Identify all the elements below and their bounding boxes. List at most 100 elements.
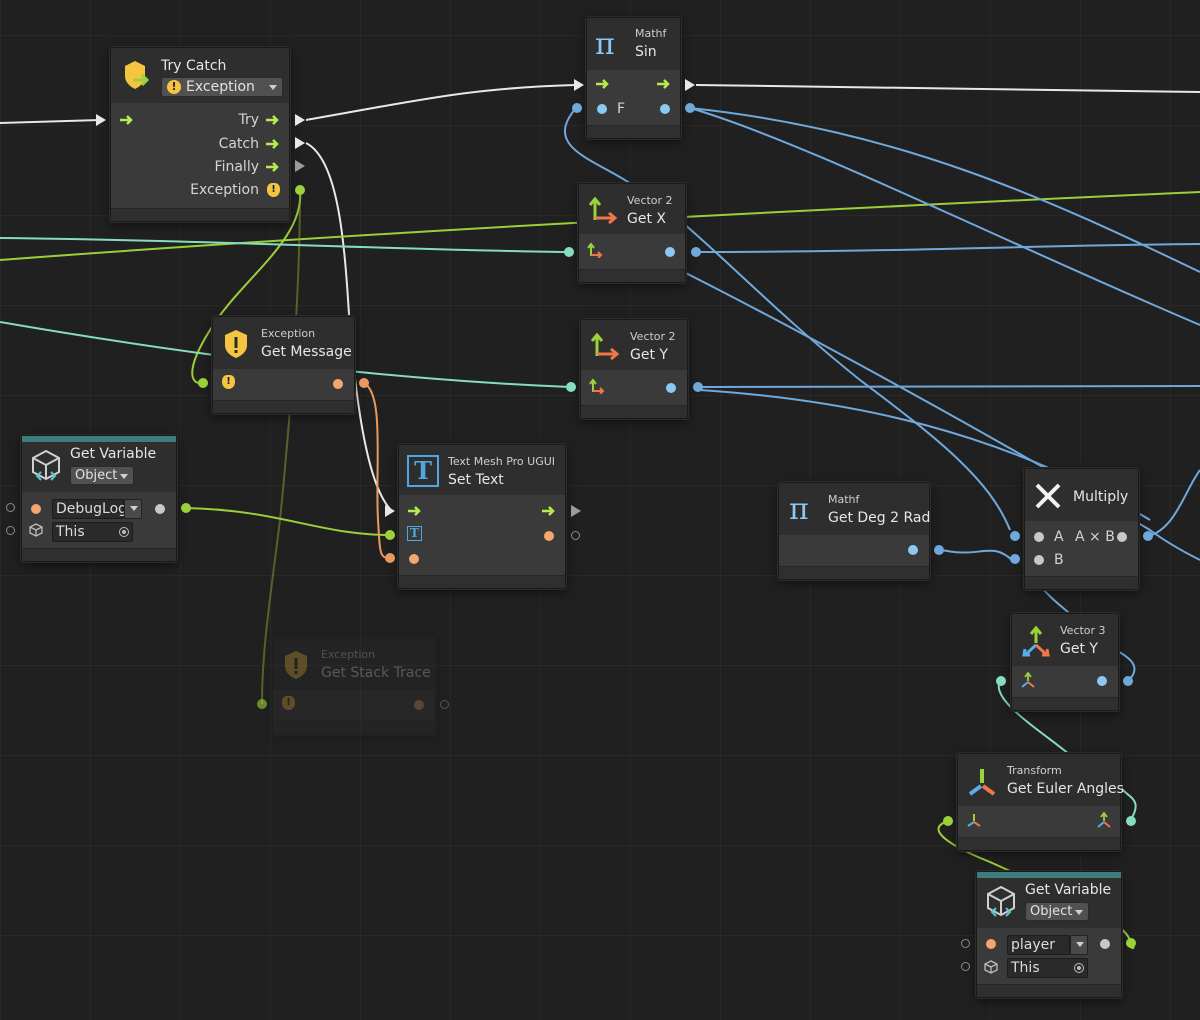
debuglog-target-input-port[interactable] bbox=[6, 526, 15, 535]
variable-kind-dropdown[interactable]: Object bbox=[70, 466, 134, 485]
node-multiply[interactable]: Multiply A A × B B bbox=[1024, 468, 1139, 590]
chevron-down-icon bbox=[1075, 910, 1083, 915]
settext-flow-out-port[interactable] bbox=[571, 505, 581, 517]
port-label-catch: Catch bbox=[218, 136, 259, 152]
node-title: Get Variable bbox=[1025, 882, 1112, 898]
settext-string-output-port[interactable] bbox=[571, 531, 580, 540]
sin-output-port[interactable] bbox=[685, 103, 695, 113]
target-field[interactable]: This bbox=[52, 522, 133, 542]
node-mathf-deg2rad[interactable]: π Mathf Get Deg 2 Rad bbox=[778, 482, 930, 580]
stacktrace-input-port[interactable] bbox=[257, 699, 267, 709]
dropdown-value: Object bbox=[75, 468, 118, 483]
node-title: Get Deg 2 Rad bbox=[828, 510, 931, 526]
variable-name-field[interactable]: player bbox=[1007, 935, 1070, 955]
node-transform-euler-angles[interactable]: Transform Get Euler Angles bbox=[957, 753, 1124, 851]
sin-flow-in-port[interactable] bbox=[574, 79, 584, 91]
node-title: Get Variable bbox=[70, 446, 157, 462]
target-picker-icon[interactable] bbox=[1074, 963, 1084, 973]
flow-wire-sin-out bbox=[695, 84, 1200, 93]
debuglog-output-port[interactable] bbox=[181, 503, 191, 513]
warning-icon: ! bbox=[267, 183, 280, 197]
dropdown-value: Exception bbox=[186, 79, 255, 95]
vector2-small-icon bbox=[587, 242, 603, 259]
field-value: This bbox=[1011, 960, 1040, 976]
settext-flow-in-port[interactable] bbox=[385, 505, 395, 517]
settext-target-input-port[interactable] bbox=[385, 530, 395, 540]
node-get-variable-debuglog[interactable]: Get Variable Object DebugLog This bbox=[21, 435, 177, 562]
try-output-port[interactable] bbox=[295, 114, 305, 126]
variable-name-dropdown-button[interactable] bbox=[1070, 935, 1088, 955]
warning-shield-icon bbox=[221, 328, 251, 360]
input-b-dot bbox=[1034, 555, 1044, 565]
port-label-exception: Exception bbox=[190, 182, 259, 198]
vector3-small-icon bbox=[1020, 671, 1036, 688]
debuglog-name-input-port[interactable] bbox=[6, 503, 15, 512]
flow-arrow-icon bbox=[266, 139, 279, 149]
blue-wire-deg2rad-to-b bbox=[937, 548, 1013, 561]
node-tmp-set-text[interactable]: T Text Mesh Pro UGUI Set Text T bbox=[398, 444, 566, 589]
node-title: Get Message bbox=[261, 344, 352, 360]
node-vector2-get-y[interactable]: Vector 2 Get Y bbox=[580, 319, 688, 419]
player-name-input-port[interactable] bbox=[961, 939, 970, 948]
field-value: This bbox=[56, 524, 85, 540]
exception-type-dropdown[interactable]: ! Exception bbox=[161, 77, 283, 97]
sin-flow-out-port[interactable] bbox=[685, 79, 695, 91]
multiply-a-input-port[interactable] bbox=[1010, 531, 1020, 541]
target-picker-icon[interactable] bbox=[119, 527, 129, 537]
deg2rad-output-port[interactable] bbox=[934, 545, 944, 555]
try-catch-flow-in-port[interactable] bbox=[96, 114, 106, 126]
variable-name-field[interactable]: DebugLog bbox=[52, 499, 127, 519]
euler-input-port[interactable] bbox=[943, 816, 953, 826]
exception-output-port[interactable] bbox=[295, 185, 305, 195]
node-try-catch[interactable]: Try Catch ! Exception Try Catch Finally … bbox=[110, 47, 290, 222]
node-exception-get-stack-trace[interactable]: Exception Get Stack Trace ! bbox=[272, 637, 436, 735]
sin-input-port[interactable] bbox=[572, 103, 582, 113]
player-output-port[interactable] bbox=[1126, 938, 1136, 948]
text-input-dot bbox=[409, 554, 419, 564]
blue-wire-getx-out bbox=[695, 243, 1200, 253]
gety-input-port[interactable] bbox=[566, 382, 576, 392]
flow-wire-try-to-sin bbox=[305, 84, 576, 121]
flow-arrow-icon bbox=[266, 115, 279, 125]
blue-wire-sin-in bbox=[563, 107, 1011, 531]
dropdown-value: Object bbox=[1030, 904, 1073, 919]
node-exception-get-message[interactable]: Exception Get Message ! bbox=[212, 316, 355, 414]
stacktrace-output-port[interactable] bbox=[440, 700, 449, 709]
catch-output-port[interactable] bbox=[295, 137, 305, 149]
multiply-b-input-port[interactable] bbox=[1010, 554, 1020, 564]
multiply-output-port[interactable] bbox=[1143, 531, 1153, 541]
blue-wire-sin-out-1 bbox=[689, 107, 1200, 273]
get-message-output-port[interactable] bbox=[359, 378, 369, 388]
node-subtitle: Vector 2 bbox=[630, 330, 676, 343]
v3-input-port[interactable] bbox=[996, 676, 1006, 686]
node-vector2-get-x[interactable]: Vector 2 Get X bbox=[578, 183, 686, 283]
variable-kind-dropdown[interactable]: Object bbox=[1025, 902, 1089, 921]
getx-output-port[interactable] bbox=[691, 247, 701, 257]
variable-name-dropdown-button[interactable] bbox=[124, 499, 142, 519]
finally-output-port[interactable] bbox=[295, 160, 305, 172]
node-mathf-sin[interactable]: π Mathf Sin F bbox=[586, 17, 681, 139]
target-field[interactable]: This bbox=[1007, 958, 1088, 978]
text-t-icon: T bbox=[407, 455, 439, 487]
gety-output-port[interactable] bbox=[693, 382, 703, 392]
node-get-variable-player[interactable]: Get Variable Object player This bbox=[976, 871, 1122, 998]
player-target-input-port[interactable] bbox=[961, 962, 970, 971]
node-subtitle: Vector 3 bbox=[1060, 624, 1106, 637]
text-t-small-icon: T bbox=[407, 526, 422, 541]
node-subtitle: Mathf bbox=[635, 27, 667, 40]
output-label: A × B bbox=[1075, 529, 1115, 545]
flow-input-arrow-icon bbox=[408, 506, 421, 516]
input-a-dot bbox=[1034, 532, 1044, 542]
blue-wire-multiply-out bbox=[1147, 469, 1200, 537]
getx-input-port[interactable] bbox=[564, 247, 574, 257]
node-title: Get Stack Trace bbox=[321, 665, 431, 681]
v3-output-port[interactable] bbox=[1123, 676, 1133, 686]
flow-input-arrow-icon[interactable] bbox=[119, 114, 135, 126]
blue-wire-gety-out bbox=[697, 385, 1200, 388]
float-output-dot bbox=[665, 247, 675, 257]
node-title: Get Euler Angles bbox=[1007, 781, 1124, 797]
get-message-input-port[interactable] bbox=[198, 378, 208, 388]
settext-text-input-port[interactable] bbox=[385, 553, 395, 563]
euler-output-port[interactable] bbox=[1126, 816, 1136, 826]
node-vector3-get-y[interactable]: Vector 3 Get Y bbox=[1011, 613, 1119, 711]
